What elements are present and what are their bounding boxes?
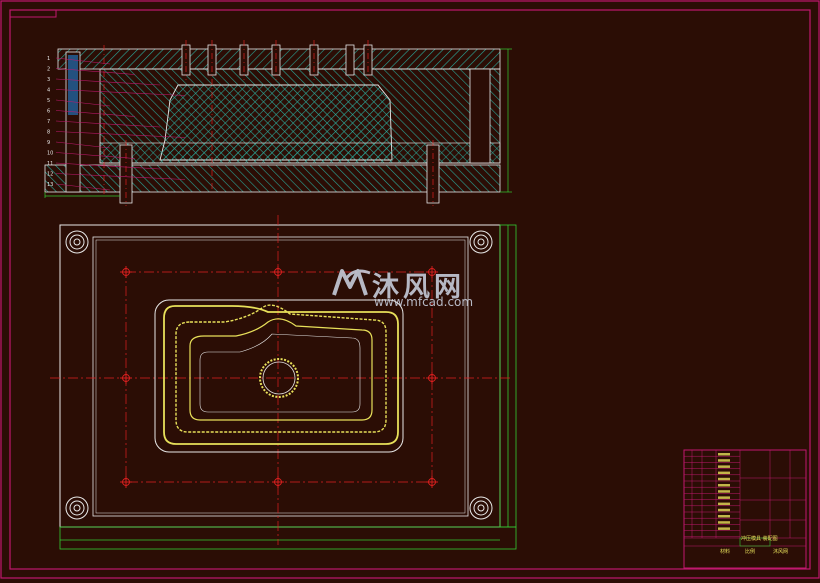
- title-block-material: 材料: [720, 549, 731, 555]
- screw-hole: [426, 372, 438, 384]
- screw-hole: [272, 266, 284, 278]
- part-balloon: 1: [47, 56, 50, 62]
- screw-hole: [120, 372, 132, 384]
- mf-logo-icon: [332, 269, 371, 296]
- title-block: [683, 449, 807, 569]
- title-block-cell-mark: [718, 521, 730, 524]
- title-block-cell-mark: [718, 508, 730, 512]
- guide-bushing: [469, 496, 493, 520]
- plan-view: [50, 215, 517, 550]
- screw-hole: [426, 266, 438, 278]
- title-block-cell-mark: [718, 477, 730, 481]
- part-balloon: 7: [47, 119, 50, 125]
- title-block-cell-mark: [718, 459, 730, 462]
- title-block-cell-mark: [718, 496, 730, 499]
- title-block-cell-mark: [718, 502, 730, 506]
- part-balloon: 10: [47, 151, 53, 157]
- part-balloon: 11: [47, 161, 53, 167]
- title-block-cell-mark: [718, 490, 730, 493]
- screw-hole: [120, 476, 132, 488]
- title-block-cell-mark: [718, 484, 730, 487]
- title-block-cell-mark: [718, 471, 730, 475]
- part-balloon: 13: [47, 182, 53, 188]
- title-block-company: 沐风网: [773, 549, 789, 555]
- screw-hole: [426, 476, 438, 488]
- watermark-url: www.mfcad.com: [374, 295, 474, 309]
- screw-hole: [272, 476, 284, 488]
- inner-frame: [9, 9, 811, 570]
- watermark-brand: 沐风网: [372, 272, 465, 303]
- title-block-cell-mark: [718, 465, 730, 468]
- part-balloon: 2: [47, 67, 50, 73]
- part-balloon: 9: [47, 140, 50, 146]
- guide-bushing: [65, 496, 89, 520]
- title-block-cell-mark: [718, 453, 730, 456]
- part-balloon: 12: [47, 172, 53, 178]
- part-balloon: 5: [47, 98, 50, 104]
- guide-bushing: [469, 230, 493, 254]
- title-block-drawing-name: 冲压模具 装配图: [741, 536, 778, 542]
- screw-hole: [120, 266, 132, 278]
- part-balloon: 4: [47, 88, 50, 94]
- part-balloon: 3: [47, 77, 50, 83]
- guide-bushing: [65, 230, 89, 254]
- title-block-cell-mark: [718, 515, 730, 518]
- part-balloon: 6: [47, 109, 50, 115]
- part-balloon: 8: [47, 130, 50, 136]
- title-block-cell-mark: [718, 527, 730, 530]
- corner-tab: [10, 10, 57, 18]
- title-block-scale: 比例: [745, 549, 756, 555]
